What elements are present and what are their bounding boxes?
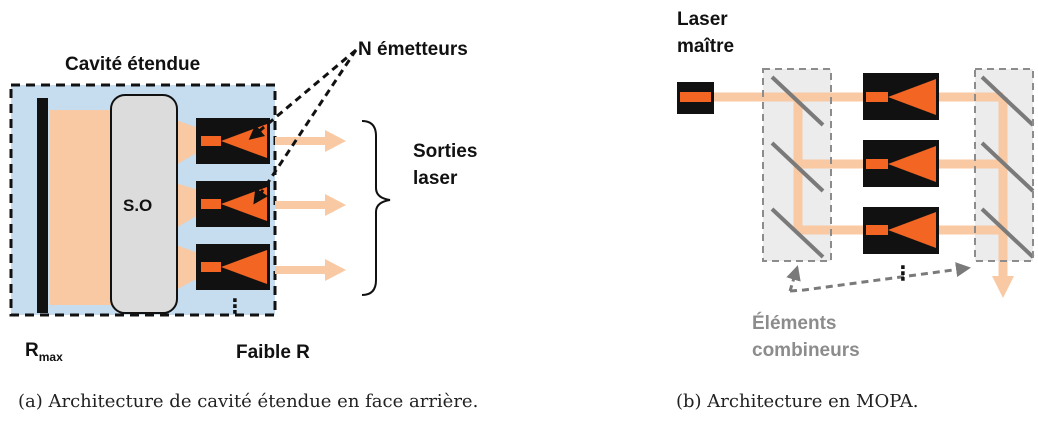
- feedback-beam-3: [176, 245, 198, 290]
- cavity-title: Cavité étendue: [65, 54, 200, 75]
- output-beam-2: [275, 194, 346, 216]
- emitter-1: [196, 118, 270, 164]
- emitter-2: [196, 181, 270, 227]
- combiners-label-line2: combineurs: [752, 340, 860, 361]
- low-r-label: Faible R: [236, 342, 310, 363]
- combiner-pointer-line: [789, 262, 971, 293]
- output-beam-3: [275, 259, 346, 281]
- emitters-continuation-dots: ⋮: [225, 296, 245, 318]
- emitter-pointer-line-1: [248, 48, 357, 140]
- amplifier-2: [863, 140, 939, 187]
- outputs-label-line1: Sorties: [413, 141, 477, 162]
- master-laser-label-line1: Laser: [677, 9, 728, 30]
- combiner-left-border: [762, 68, 832, 262]
- combiners-label-line1: Éléments: [752, 312, 836, 334]
- outputs-label-line2: laser: [413, 168, 458, 189]
- outputs-curly-brace: [361, 120, 391, 296]
- combiner-right-mirrors: [980, 75, 1035, 259]
- feedback-beam-2: [176, 183, 198, 228]
- cavity-beam-region: [50, 110, 116, 305]
- feedback-beam-1: [176, 120, 198, 165]
- output-beam-1: [275, 130, 346, 152]
- rmax-mirror: [37, 98, 48, 313]
- rmax-label-main: R: [25, 340, 39, 361]
- amplifiers-continuation-dots: ⋮: [893, 263, 913, 285]
- amplifier-3: [863, 207, 939, 254]
- rmax-label-subscript: max: [39, 350, 63, 364]
- combiner-right-border: [974, 68, 1034, 262]
- panel-b-mopa: Laser maître ⋮ Éléments combineurs (b) A…: [676, 9, 1035, 412]
- combined-output-arrowhead: [992, 276, 1014, 298]
- caption-a: (a) Architecture de cavité étendue en fa…: [18, 391, 478, 412]
- rmax-label: Rmax: [25, 340, 63, 364]
- amplifier-1: [863, 73, 939, 120]
- spatial-optic-label: S.O: [123, 196, 152, 215]
- combiner-left-mirrors: [770, 75, 825, 259]
- panel-a-extended-cavity: Cavité étendue N émetteurs S.O Sorties l…: [9, 39, 478, 412]
- master-laser-label-line2: maître: [677, 36, 734, 57]
- master-laser: [677, 82, 714, 114]
- emitter-pointer-line-2: [253, 49, 358, 205]
- beam-paths: [714, 92, 1008, 278]
- spatial-optic-block: [110, 94, 178, 314]
- emitters-label: N émetteurs: [358, 39, 468, 60]
- cavity-dashed-border: [9, 83, 277, 317]
- combiner-pointer-line-left: [786, 265, 801, 292]
- caption-b: (b) Architecture en MOPA.: [676, 391, 918, 412]
- emitter-3: [196, 244, 270, 290]
